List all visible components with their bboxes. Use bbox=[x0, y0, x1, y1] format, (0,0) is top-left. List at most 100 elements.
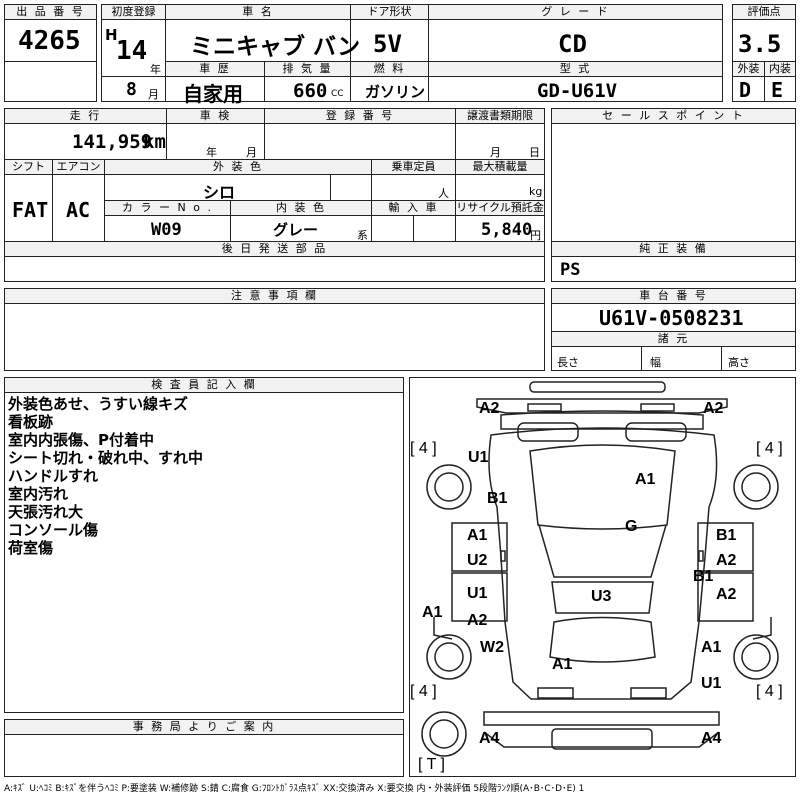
capacity-header: 乗車定員 bbox=[372, 160, 455, 174]
int-color: グレー bbox=[273, 221, 319, 239]
insp-month-unit: 月 bbox=[246, 146, 257, 159]
note-line: 外装色あせ、うすい線キズ bbox=[8, 395, 189, 413]
sales-points-header: セ ー ル ス ポ イ ン ト bbox=[552, 109, 795, 123]
import-header: 輸 入 車 bbox=[372, 201, 455, 215]
damage-mark: U1 bbox=[701, 675, 722, 692]
caution-box bbox=[4, 288, 545, 371]
damage-mark: B1 bbox=[693, 568, 714, 585]
deadline-month-unit: 月 bbox=[490, 146, 501, 159]
doors: 5V bbox=[373, 30, 402, 58]
era: H bbox=[105, 26, 118, 44]
inspector-notes: 外装色あせ、うすい線キズ 看板跡 室内内張傷、P付着中 シート切れ・破れ中、すれ… bbox=[8, 395, 203, 557]
reg-no-header: 登 録 番 号 bbox=[265, 109, 455, 123]
score-header: 評価点 bbox=[733, 5, 795, 19]
note-line: ハンドルすれ bbox=[8, 467, 99, 485]
interior-grade: E bbox=[771, 78, 784, 102]
shift-header: シフト bbox=[5, 160, 52, 174]
history-header: 車 歴 bbox=[166, 62, 264, 76]
exterior-grade: D bbox=[739, 78, 752, 102]
insp-year-unit: 年 bbox=[206, 146, 217, 159]
spec-length: 長さ bbox=[557, 356, 579, 369]
damage-mark: W2 bbox=[480, 639, 504, 656]
note-line: 室内汚れ bbox=[8, 485, 69, 503]
note-line: コンソール傷 bbox=[8, 521, 99, 539]
fuel-header: 燃 料 bbox=[351, 62, 428, 76]
damage-mark: A4 bbox=[701, 730, 722, 747]
year-unit: 年 bbox=[150, 63, 161, 76]
month-unit: 月 bbox=[148, 88, 159, 101]
cc-unit: CC bbox=[331, 89, 344, 99]
damage-mark: A2 bbox=[479, 400, 500, 417]
office-notice-box bbox=[4, 719, 404, 777]
spec-height: 高さ bbox=[728, 356, 750, 369]
lot-number: 4265 bbox=[18, 26, 81, 56]
damage-mark: A1 bbox=[552, 656, 573, 673]
mileage: 141,959 bbox=[72, 131, 153, 153]
first-reg-header: 初度登録 bbox=[102, 5, 165, 19]
int-color-header: 内 装 色 bbox=[231, 201, 371, 215]
recycle-header: リサイクル預託金 bbox=[456, 201, 544, 215]
damage-mark: U1 bbox=[467, 585, 488, 602]
fuel: ガソリン bbox=[365, 83, 426, 101]
note-line: 室内内張傷、P付着中 bbox=[8, 431, 154, 449]
inspector-notes-header: 検 査 員 記 入 欄 bbox=[5, 378, 403, 392]
car-name: ミニキャブ バン bbox=[190, 34, 361, 60]
chassis-box bbox=[551, 288, 796, 371]
genuine-equip-header: 純 正 装 備 bbox=[552, 242, 795, 256]
damage-diagram-box bbox=[409, 377, 796, 777]
mileage-header: 走 行 bbox=[5, 109, 166, 123]
damage-mark: U2 bbox=[467, 552, 488, 569]
exterior-header: 外装 bbox=[733, 62, 764, 76]
damage-mark: A2 bbox=[716, 586, 737, 603]
tire-label-spare: [ T ] bbox=[418, 756, 445, 773]
damage-mark: A4 bbox=[479, 730, 500, 747]
mileage-unit: km bbox=[143, 131, 166, 153]
later-parts-header: 後 日 発 送 部 品 bbox=[5, 242, 544, 256]
tire-label-front-right: [ 4 ] bbox=[756, 440, 783, 457]
doors-header: ドア形状 bbox=[351, 5, 428, 19]
main-header-box bbox=[101, 4, 723, 102]
specs-header: 諸 元 bbox=[552, 332, 795, 346]
damage-mark: A2 bbox=[716, 552, 737, 569]
damage-legend: A:ｷｽﾞ U:ﾍｺﾐ B:ｷｽﾞを伴うﾍｺﾐ P:要塗装 W:補修跡 S:錆 … bbox=[4, 784, 585, 794]
office-notice-header: 事 務 局 よ り ご 案 内 bbox=[5, 720, 403, 734]
capacity-unit: 人 bbox=[438, 187, 449, 200]
load-unit: kg bbox=[529, 185, 543, 198]
damage-mark: A1 bbox=[422, 604, 443, 621]
caution-header: 注 意 事 項 欄 bbox=[5, 289, 544, 303]
displacement: 660 bbox=[293, 80, 328, 102]
damage-mark: B1 bbox=[716, 527, 737, 544]
int-color-suffix: 系 bbox=[357, 229, 368, 242]
ext-color: シロ bbox=[203, 183, 236, 202]
score: 3.5 bbox=[738, 30, 782, 58]
damage-mark: A1 bbox=[635, 471, 656, 488]
grade-header: グ レ ー ド bbox=[429, 5, 722, 19]
vehicle-details-box bbox=[4, 108, 545, 282]
recycle: 5,840 bbox=[481, 220, 533, 240]
car-name-header: 車 名 bbox=[166, 5, 350, 19]
note-line: 看板跡 bbox=[8, 413, 54, 431]
chassis-no: U61V-0508231 bbox=[599, 306, 744, 330]
lot-number-box bbox=[4, 4, 97, 102]
deadline-day-unit: 日 bbox=[529, 146, 540, 159]
interior-header: 内装 bbox=[765, 62, 795, 76]
lot-number-header: 出 品 番 号 bbox=[5, 5, 96, 19]
first-reg-year: 14 bbox=[116, 36, 148, 66]
genuine-equip: PS bbox=[560, 260, 581, 280]
spec-width: 幅 bbox=[650, 356, 661, 369]
sales-points-box bbox=[551, 108, 796, 282]
displacement-header: 排 気 量 bbox=[265, 62, 350, 76]
damage-mark: B1 bbox=[487, 490, 508, 507]
damage-mark: A2 bbox=[703, 400, 724, 417]
note-line: シート切れ・破れ中、すれ中 bbox=[8, 449, 204, 467]
max-load-header: 最大積載量 bbox=[456, 160, 544, 174]
ext-color-header: 外 装 色 bbox=[105, 160, 371, 174]
vehicle-diagram bbox=[421, 381, 779, 757]
damage-mark: A2 bbox=[467, 612, 488, 629]
note-line: 荷室傷 bbox=[8, 539, 54, 557]
tire-label-rear-right: [ 4 ] bbox=[756, 683, 783, 700]
history: 自家用 bbox=[183, 82, 243, 106]
color-no-header: カ ラ ー N o . bbox=[105, 201, 230, 215]
damage-mark: A1 bbox=[467, 527, 488, 544]
model-type-header: 型 式 bbox=[429, 62, 722, 76]
